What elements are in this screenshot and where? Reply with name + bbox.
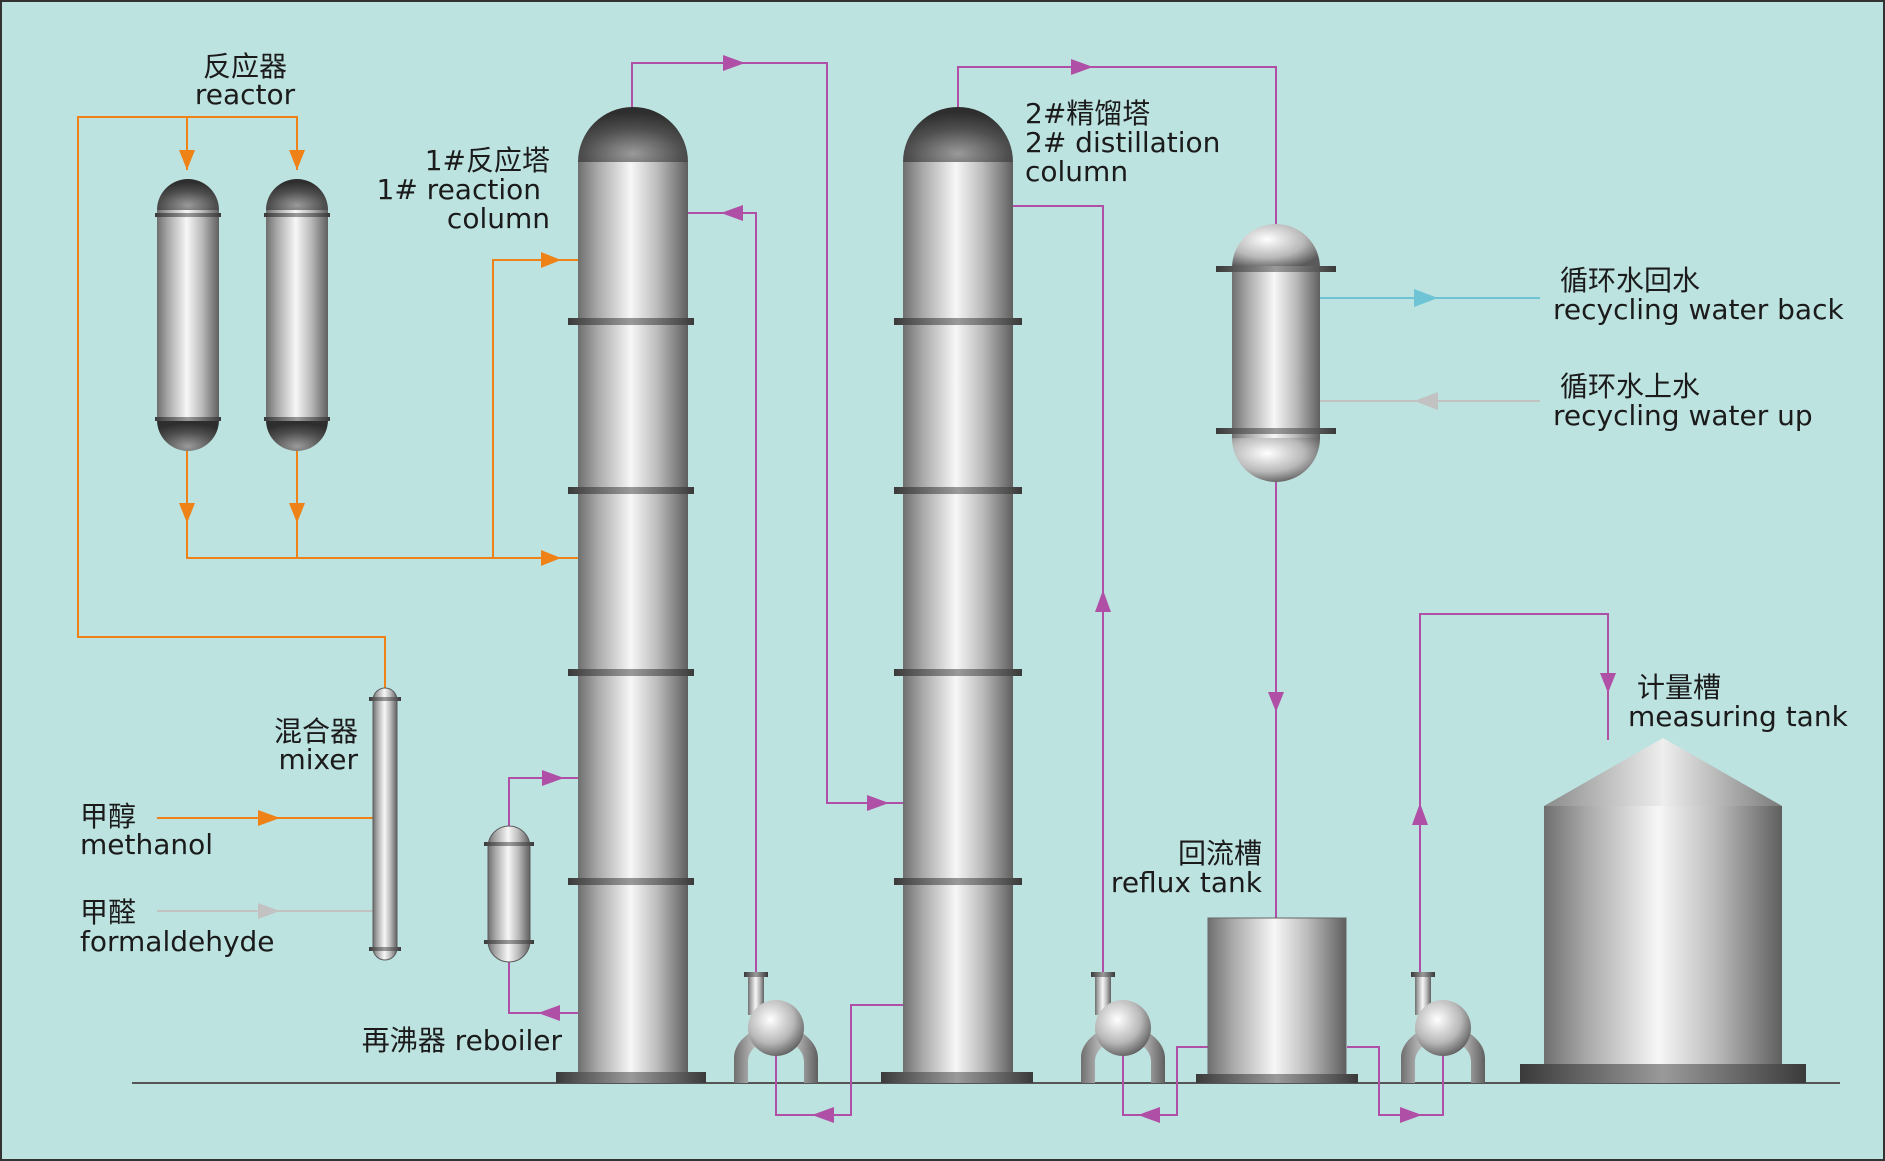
reactor-label-en: reactor — [195, 78, 296, 111]
measuring-tank-label-en: measuring tank — [1628, 700, 1849, 733]
distillation-column — [881, 107, 1033, 1083]
recycling-water-back-label-en: recycling water back — [1553, 293, 1844, 326]
reactor-vessel-right — [264, 179, 330, 451]
reboiler-vessel — [484, 825, 534, 963]
pump-2 — [1081, 972, 1165, 1083]
cooling-back-arrowhead — [1414, 289, 1438, 307]
pump-1 — [734, 972, 818, 1083]
formaldehyde-label-cn: 甲醛 — [80, 896, 136, 929]
distillation-column-label-en2: column — [1025, 155, 1128, 188]
reactor-label-cn: 反应器 — [203, 50, 287, 83]
reflux-tank — [1196, 917, 1358, 1083]
process-arrowheads — [538, 55, 1616, 1123]
measuring-tank-label-cn: 计量槽 — [1637, 671, 1721, 704]
cooling-up-arrowhead — [1414, 392, 1438, 410]
mixer-label-cn: 混合器 — [274, 715, 358, 748]
feed-arrowheads — [179, 150, 561, 826]
measuring-tank — [1520, 738, 1806, 1083]
mixer-vessel — [369, 687, 401, 961]
mixer-label-en: mixer — [278, 743, 358, 776]
reaction-column — [556, 107, 706, 1083]
reaction-column-label-en2: column — [447, 202, 550, 235]
reaction-column-label-en1: 1# reaction — [377, 173, 542, 206]
methanol-label-cn: 甲醇 — [80, 800, 136, 833]
distillation-column-label-en1: 2# distillation — [1025, 126, 1220, 159]
formaldehyde-arrowhead — [258, 903, 280, 919]
methanol-label-en: methanol — [80, 828, 213, 861]
distillation-column-label-cn: 2#精馏塔 — [1025, 97, 1150, 130]
reactor-vessel-left — [155, 179, 221, 451]
reboiler-label: 再沸器 reboiler — [362, 1024, 563, 1057]
reaction-column-label-cn: 1#反应塔 — [425, 144, 550, 177]
condenser-vessel — [1216, 224, 1336, 482]
recycling-water-up-label-cn: 循环水上水 — [1560, 370, 1700, 403]
reflux-tank-label-cn: 回流槽 — [1178, 837, 1262, 870]
pump-3 — [1401, 972, 1485, 1083]
formaldehyde-label-en: formaldehyde — [80, 925, 275, 958]
recycling-water-back-label-cn: 循环水回水 — [1560, 264, 1700, 297]
recycling-water-up-label-en: recycling water up — [1553, 399, 1813, 432]
reflux-tank-label-en: reflux tank — [1111, 866, 1263, 899]
